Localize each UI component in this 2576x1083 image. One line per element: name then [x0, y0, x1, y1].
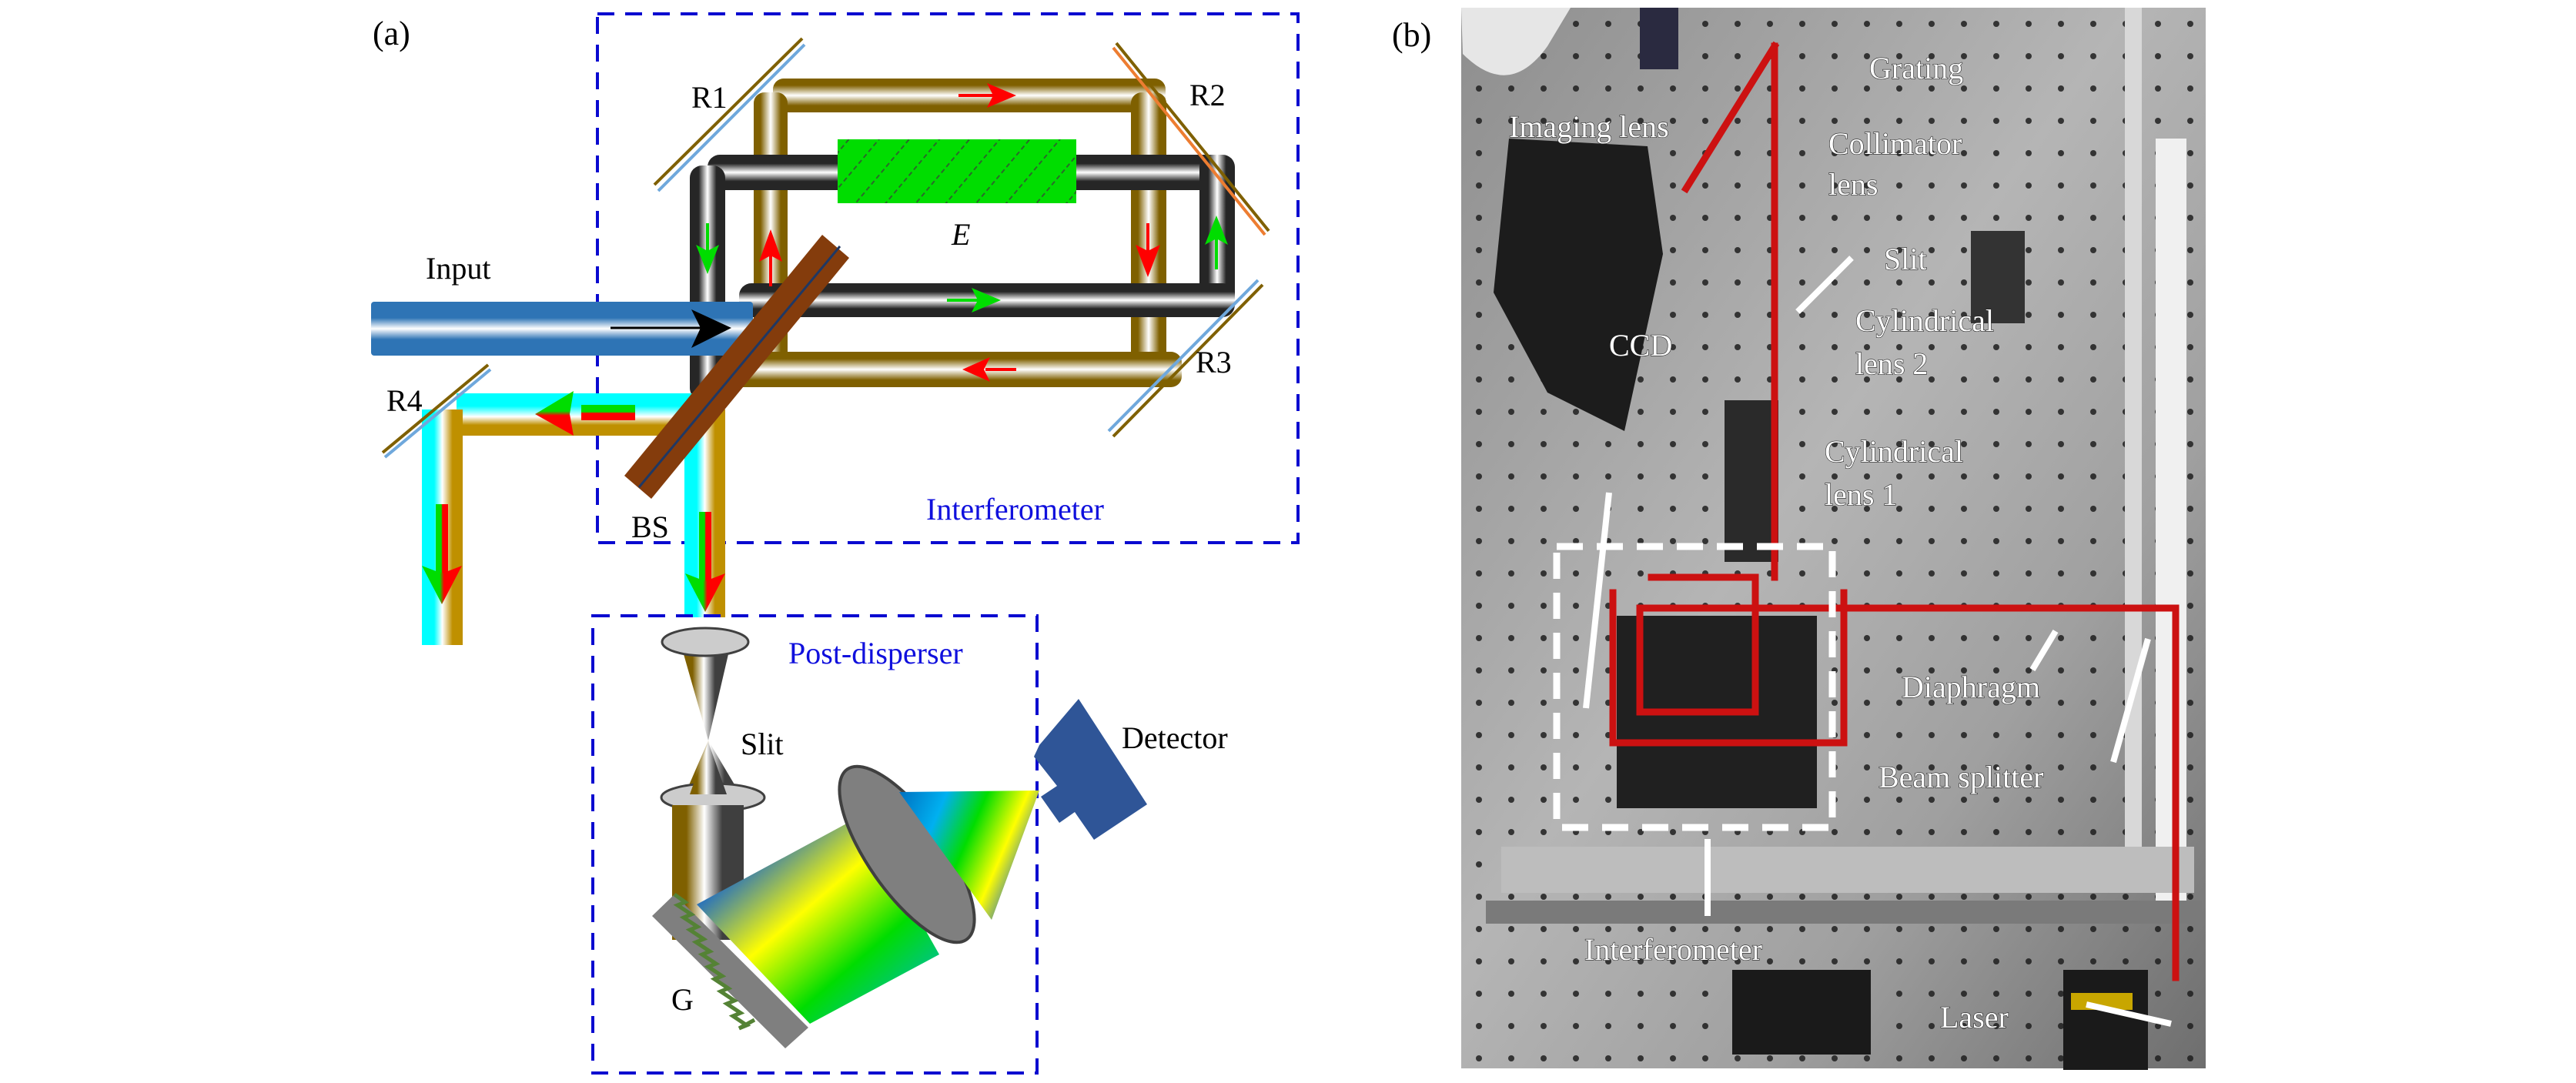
panel-b-label: (b) — [1392, 16, 1431, 54]
laser-beam-path — [1609, 41, 2180, 981]
mirror-r1 — [653, 37, 806, 192]
interferometer-box — [596, 12, 1300, 544]
photo-label-collimator: Collimator — [1828, 126, 1962, 161]
red-arrow-bottom — [962, 357, 1016, 382]
green-arrow-right-up — [1205, 216, 1228, 269]
annotation-arrows — [1583, 256, 2172, 1027]
focusing-lens — [661, 627, 750, 657]
output-arrow-down-left — [422, 504, 462, 604]
red-arrow-right-down — [1136, 223, 1160, 277]
green-arrow-left-down — [696, 223, 719, 274]
beam-splitter — [624, 235, 849, 499]
slit-label: Slit — [741, 727, 784, 761]
mirror-r2 — [1112, 42, 1270, 236]
post-disperser-box — [591, 614, 1039, 1075]
photo-label-collimator-lens: lens — [1828, 167, 1878, 202]
panel-b: (b) — [1392, 8, 2206, 1070]
photo-label-beam-splitter: Beam splitter — [1878, 760, 2043, 794]
grating-grooves — [673, 892, 756, 1031]
photo-label-slit: Slit — [1884, 242, 1927, 276]
photo-label-cyl-lens-1-a: Cylindrical — [1825, 434, 1963, 469]
photo-label-grating: Grating — [1869, 51, 1963, 85]
photo-interferometer-box — [1553, 543, 1836, 831]
mirror-r3 — [1107, 279, 1264, 438]
input-beam — [371, 302, 753, 356]
lab-photo — [1461, 8, 2206, 1070]
focus-cone-spectrum — [899, 791, 1039, 920]
photo-label-interferometer: Interferometer — [1584, 932, 1762, 967]
red-arrow-top — [958, 83, 1016, 108]
photo-label-imaging-lens: Imaging lens — [1509, 109, 1669, 144]
grating-label: G — [671, 982, 694, 1017]
detector-label: Detector — [1122, 720, 1228, 755]
green-arrow-mid — [947, 288, 1001, 313]
photo-label-ccd: CCD — [1609, 328, 1672, 363]
mirror-r2-label: R2 — [1189, 78, 1226, 112]
mirror-r1-label: R1 — [691, 80, 728, 115]
input-arrow-icon — [691, 309, 731, 348]
output-arrow-left — [535, 391, 635, 436]
focus-cone — [684, 654, 728, 740]
photo-label-diaphragm: Diaphragm — [1902, 670, 2040, 704]
panel-a: (a) E Input — [371, 12, 1300, 1075]
panel-a-label: (a) — [373, 15, 410, 52]
element-e-block — [838, 139, 1076, 203]
slit-cone-top — [690, 742, 727, 794]
photo-label-cyl-lens-2-a: Cylindrical — [1855, 303, 1994, 338]
detector — [1034, 699, 1147, 840]
bs-label: BS — [631, 510, 669, 544]
red-arrow-left-up — [759, 229, 782, 286]
element-e-label: E — [951, 217, 970, 252]
mirror-r4 — [381, 363, 492, 459]
post-disperser-label: Post-disperser — [788, 636, 963, 670]
photo-label-laser: Laser — [1940, 1000, 2009, 1035]
output-arrow-down-right — [685, 512, 725, 612]
input-label: Input — [426, 251, 490, 286]
photo-label-cyl-lens-1-b: lens 1 — [1825, 477, 1897, 512]
interferometer-label: Interferometer — [926, 492, 1104, 526]
mirror-r4-label: R4 — [386, 383, 423, 418]
photo-label-cyl-lens-2-b: lens 2 — [1855, 346, 1928, 381]
mirror-r3-label: R3 — [1196, 345, 1232, 379]
